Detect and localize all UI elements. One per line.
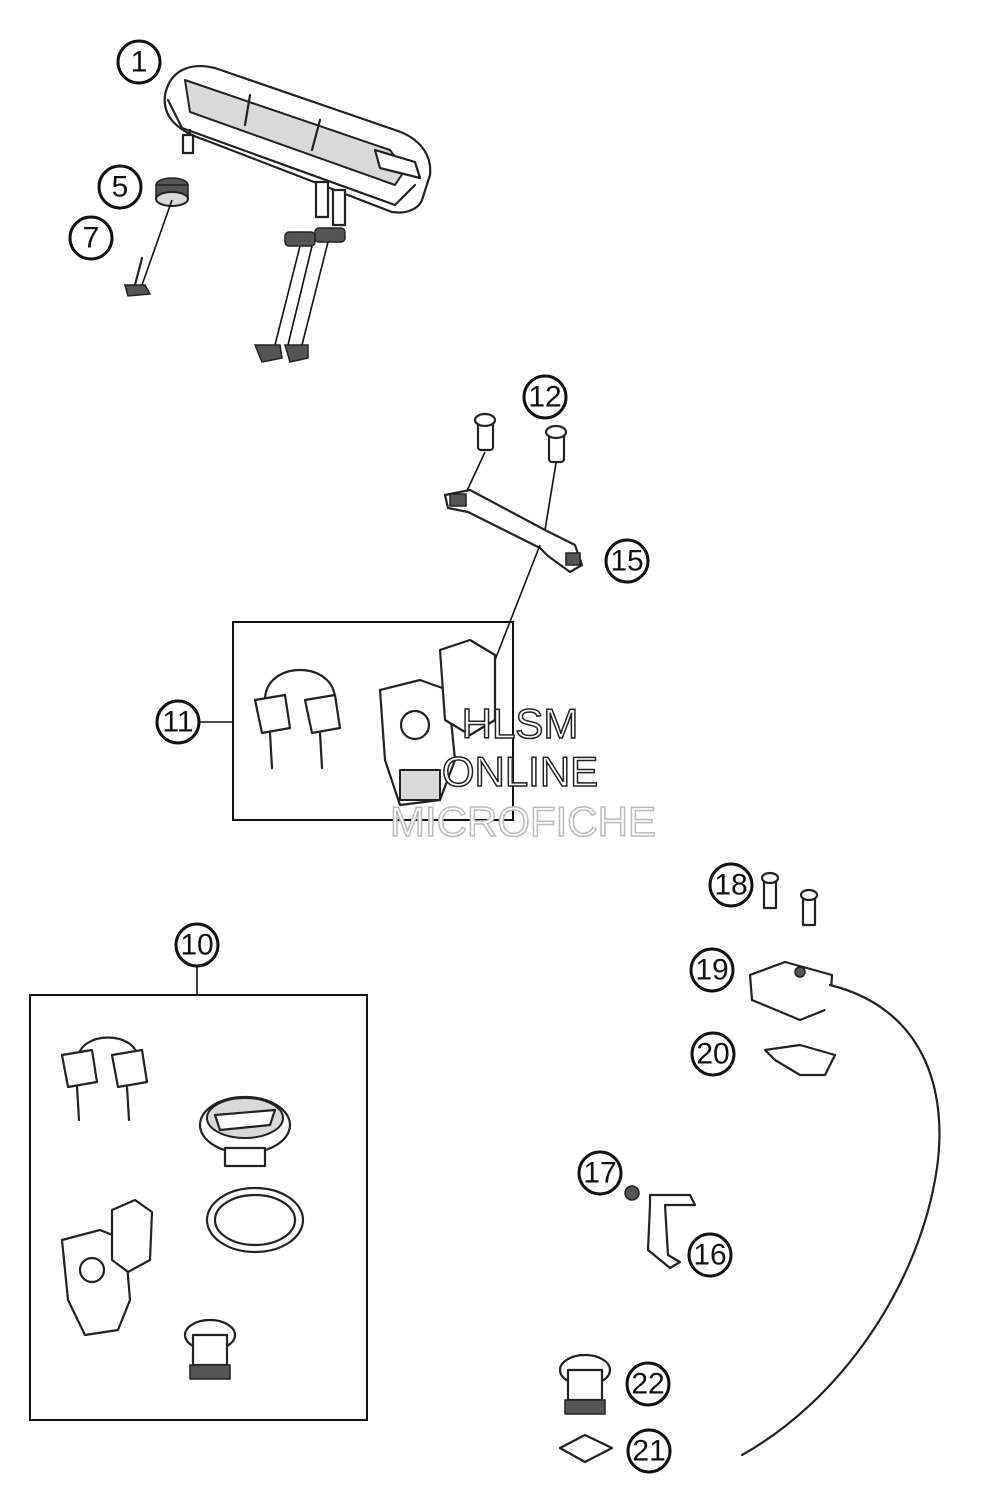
- seat-lock: [183, 1318, 237, 1380]
- watermark-line1: HLSM: [462, 700, 579, 747]
- svg-text:7: 7: [83, 222, 100, 255]
- svg-text:18: 18: [714, 869, 747, 902]
- screw-left: [124, 256, 152, 297]
- lock-cylinder-22: [558, 1353, 612, 1415]
- callout-1: 1: [116, 39, 162, 85]
- watermark-line3: MICROFICHE: [390, 798, 656, 845]
- ignition-keys: [253, 669, 342, 770]
- callout-21: 21: [626, 1428, 672, 1474]
- svg-text:15: 15: [610, 545, 643, 578]
- callout-7: 7: [68, 215, 114, 261]
- callout-20: 20: [690, 1031, 736, 1077]
- lock-bracket-19: [748, 960, 834, 1022]
- bracket: [443, 488, 584, 574]
- plate-20: [763, 1043, 837, 1077]
- lock-set-keys: [60, 1036, 149, 1122]
- nut-17: [624, 1185, 640, 1201]
- svg-text:21: 21: [632, 1435, 665, 1468]
- screw-18-right: [799, 888, 819, 927]
- callout-10: 10: [174, 922, 220, 968]
- callout-18: 18: [708, 862, 754, 908]
- lock-set-box: [29, 994, 368, 1421]
- instrument-cluster: [163, 65, 432, 227]
- callout-11: 11: [155, 699, 201, 745]
- callout-15: 15: [604, 538, 650, 584]
- rubber-grommet-center: [284, 227, 346, 247]
- svg-text:1: 1: [131, 46, 148, 79]
- fuel-tank-cap: [198, 1095, 292, 1168]
- bolt-top-right: [544, 424, 568, 464]
- watermark: HLSM ONLINE MICROFICHE: [389, 699, 657, 846]
- svg-text:11: 11: [162, 706, 193, 739]
- svg-text:22: 22: [631, 1368, 664, 1401]
- bowden-cable: [740, 983, 941, 1457]
- svg-text:16: 16: [693, 1239, 726, 1272]
- callout-12: 12: [522, 374, 568, 420]
- callout-17: 17: [577, 1150, 623, 1196]
- svg-text:5: 5: [112, 171, 129, 204]
- svg-text:20: 20: [696, 1038, 729, 1071]
- svg-text:19: 19: [695, 954, 728, 987]
- screw-18-left: [760, 871, 780, 910]
- rubber-grommet-left: [155, 177, 189, 207]
- gasket-ring: [205, 1186, 305, 1254]
- ignition-lock-box: [232, 621, 514, 821]
- ignition-lock: [378, 638, 497, 807]
- callout-22: 22: [625, 1361, 671, 1407]
- screw-center-2: [283, 344, 309, 363]
- svg-text:10: 10: [180, 929, 213, 962]
- bolt-top-left: [473, 412, 497, 452]
- callout-19: 19: [689, 947, 735, 993]
- svg-text:17: 17: [583, 1157, 616, 1190]
- watermark-line2: ONLINE: [442, 748, 598, 795]
- callout-5: 5: [97, 164, 143, 210]
- callout-16: 16: [687, 1232, 733, 1278]
- svg-text:12: 12: [528, 381, 561, 414]
- clip-16: [646, 1193, 697, 1270]
- screw-center-1: [253, 344, 283, 363]
- lock-set-ignition-lock: [60, 1198, 154, 1337]
- gasket-21: [558, 1433, 614, 1464]
